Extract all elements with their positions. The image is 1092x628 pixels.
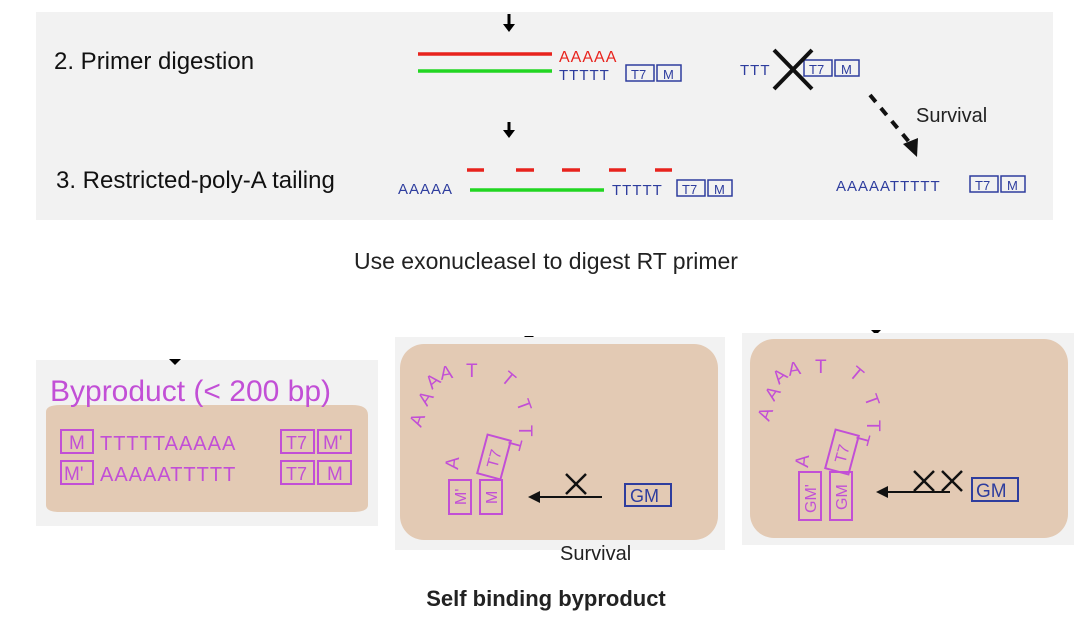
svg-text:GM: GM: [834, 484, 851, 510]
step3-label: 3. Restricted-poly-A tailing: [56, 167, 335, 194]
tag-m-digest-label: M: [841, 62, 852, 77]
gm-label-1: GM: [630, 486, 659, 506]
survival-label: Survival: [916, 105, 987, 127]
byp-row1-t7-box: [280, 429, 315, 454]
dashed-arrow: [868, 93, 918, 157]
byp-row2-t7-box: [280, 460, 315, 485]
svg-text:M': M': [453, 489, 470, 505]
loop2-gmp-tag: GM': [798, 471, 822, 521]
byp-row1-mp-box: [317, 429, 352, 454]
tag-t7-step3-label: T7: [682, 182, 697, 197]
byp-row2-t7: T7: [286, 464, 307, 484]
byp-row1-m: M: [69, 433, 85, 454]
step3-right-seq: AAAAATTTTT: [836, 178, 941, 195]
byp-row2-mp-box: [60, 460, 94, 485]
down-arrow-1: [503, 14, 515, 32]
loop-letter: T: [466, 361, 478, 382]
loop1-mp-tag: M': [448, 479, 472, 515]
byproduct-title: Byproduct (< 200 bp): [50, 375, 331, 408]
tag-m-step3-label: M: [714, 182, 725, 197]
poly-a-red: AAAAA: [559, 49, 617, 66]
loop2-gm-tag: GM: [829, 471, 853, 521]
loop-letter: A: [442, 456, 464, 471]
tag-m-step2: [656, 64, 682, 82]
poly-t-partial: TTT: [740, 62, 771, 79]
loop-letter: A: [438, 362, 454, 385]
loop-letter: T: [862, 420, 883, 432]
poly-a-step3: AAAAA: [398, 181, 453, 198]
loop-letter: T: [815, 357, 827, 378]
tag-t7-step3: [676, 179, 706, 197]
tag-m-step3-right-label: M: [1007, 178, 1018, 193]
double-cross-icon: [913, 470, 963, 492]
byproduct-tan-box: [46, 405, 368, 512]
cross-mark-icon: [772, 48, 814, 91]
loop1-m-tag: M: [479, 479, 503, 515]
loop1-t7-tag: T7: [476, 433, 512, 481]
down-arrow-2: [503, 122, 515, 138]
gm-label-2: GM: [976, 481, 1007, 502]
byp-row1-t7: T7: [286, 433, 307, 453]
tag-t7-step2: [625, 64, 655, 82]
loop-letter: T: [514, 425, 535, 437]
cross-icon-1: [565, 473, 587, 495]
svg-text:T7: T7: [832, 443, 853, 466]
byp-row2-m-box: [317, 460, 352, 485]
step2-label: 2. Primer digestion: [54, 48, 254, 75]
loop-letter: A: [792, 454, 814, 469]
byp-row1-m-box: [60, 429, 94, 454]
tag-t7-digest-label: T7: [809, 62, 824, 77]
byp-row1-mp: M': [323, 433, 342, 454]
byp-row2-m: M: [327, 464, 343, 485]
byp-row1-seq: TTTTTAAAAA: [100, 433, 236, 455]
top-panel: [36, 12, 1053, 220]
loop-letter: A: [786, 358, 802, 381]
tag-m-step3: [707, 179, 733, 197]
left-arrow-2: [876, 486, 950, 498]
poly-t-step2: TTTTT: [559, 67, 610, 84]
left-arrow-1: [528, 491, 602, 503]
down-arrowhead-1: [169, 359, 181, 365]
gm-box-1: [624, 483, 672, 507]
tag-t7-digest: [803, 59, 833, 77]
svg-text:M: M: [484, 491, 501, 504]
survival-partial: Survival: [560, 543, 631, 565]
poly-t-step3: TTTTT: [612, 182, 663, 199]
byp-row2-seq: AAAAATTTTT: [100, 464, 236, 486]
tag-t7-step3-right-label: T7: [975, 178, 990, 193]
tag-t7-step3-right: [969, 175, 999, 193]
svg-text:T7: T7: [484, 448, 505, 471]
caption-exonuclease: Use exonucleaseI to digest RT primer: [354, 248, 738, 274]
caption-self-binding: Self binding byproduct: [426, 586, 666, 611]
tag-m-step2-label: M: [663, 67, 674, 82]
svg-text:GM': GM': [803, 484, 820, 513]
down-arrowhead-3: [871, 330, 881, 335]
gm-box-2: [971, 477, 1019, 502]
tag-m-step3-right: [1000, 175, 1026, 193]
tag-m-digest: [834, 59, 860, 77]
byp-row2-mp: M': [64, 464, 83, 485]
tag-t7-step2-label: T7: [631, 67, 646, 82]
